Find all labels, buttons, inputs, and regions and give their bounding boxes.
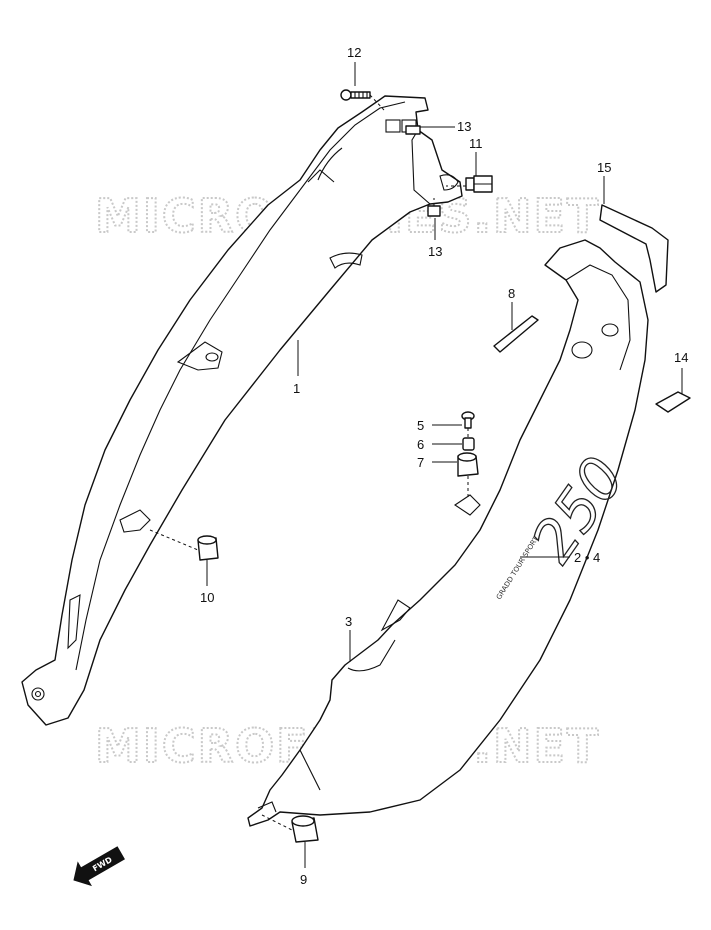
callout-3: 3 — [345, 614, 352, 629]
forward-arrow-icon: FWD — [73, 846, 125, 887]
trim-part-8 — [493, 315, 539, 353]
screw-part-12 — [340, 89, 371, 101]
callout-12: 12 — [347, 45, 361, 60]
bolt-part-11 — [465, 175, 493, 193]
callout-10: 10 — [200, 590, 214, 605]
grommet-part-9 — [291, 815, 319, 843]
clip-part-13-upper — [405, 125, 421, 135]
callouts: 12 13 11 13 15 8 14 1 5 6 7 10 2 • 4 3 9 — [200, 45, 688, 887]
callout-14: 14 — [674, 350, 688, 365]
callout-1: 1 — [293, 381, 300, 396]
callout-9: 9 — [300, 872, 307, 887]
leader-lines — [206, 62, 683, 868]
callout-2-4: 2 • 4 — [574, 550, 600, 565]
callout-11: 11 — [469, 136, 483, 151]
clip-part-13-lower — [427, 205, 441, 217]
callout-13-lower: 13 — [428, 244, 442, 259]
pad-part-14 — [655, 391, 691, 413]
screw-part-5 — [461, 411, 475, 429]
grommet-part-7 — [457, 452, 479, 477]
collar-part-6 — [462, 437, 475, 451]
grommet-part-10 — [197, 535, 219, 561]
callout-6: 6 — [417, 437, 424, 452]
assembly-lines — [149, 94, 469, 831]
trim-part-15 — [599, 204, 669, 293]
frame-cover-part-1 — [21, 95, 463, 726]
callout-13-upper: 13 — [457, 119, 471, 134]
callout-15: 15 — [597, 160, 611, 175]
callout-7: 7 — [417, 455, 424, 470]
callout-8: 8 — [508, 286, 515, 301]
callout-5: 5 — [417, 418, 424, 433]
